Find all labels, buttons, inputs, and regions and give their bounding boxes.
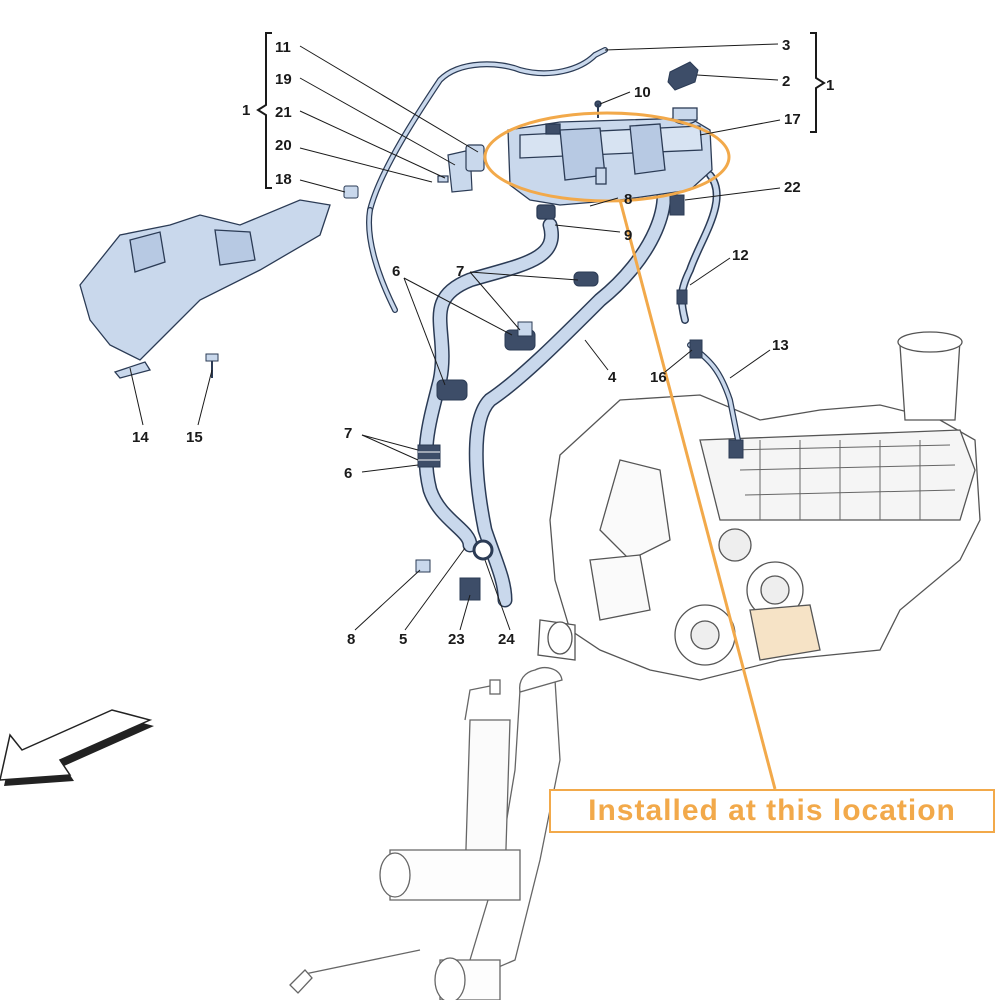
callout-6-top: 6 <box>392 263 400 280</box>
callout-19: 19 <box>275 71 292 88</box>
fitting-18 <box>343 185 359 199</box>
callout-8-bottom: 8 <box>347 631 355 648</box>
callout-17: 17 <box>784 111 801 128</box>
brackets <box>437 144 485 193</box>
coolant-hoses <box>366 47 743 608</box>
tank-cap-part <box>667 61 699 91</box>
expansion-tank-part <box>507 100 713 220</box>
callout-10: 10 <box>634 84 651 101</box>
callout-24: 24 <box>498 631 515 648</box>
direction-arrow <box>0 709 154 786</box>
callout-22: 22 <box>784 179 801 196</box>
location-label-box: Installed at this location <box>549 789 995 833</box>
callout-13: 13 <box>772 337 789 354</box>
callout-21: 21 <box>275 104 292 121</box>
callout-20: 20 <box>275 137 292 154</box>
callout-12: 12 <box>732 247 749 264</box>
callout-2: 2 <box>782 73 790 90</box>
heat-shield-part <box>79 199 331 379</box>
callout-9: 9 <box>624 227 632 244</box>
callout-15: 15 <box>186 429 203 446</box>
leader-lines <box>129 43 781 631</box>
callout-6-mid: 6 <box>344 465 352 482</box>
callout-8-top: 8 <box>624 191 632 208</box>
callout-7-top: 7 <box>456 263 464 280</box>
callout-1-left: 1 <box>242 102 250 119</box>
callout-3: 3 <box>782 37 790 54</box>
bolt-15 <box>205 353 219 378</box>
callout-numbers: 11 19 21 20 18 1 3 2 1 10 17 22 8 9 12 1… <box>132 37 834 648</box>
callout-11: 11 <box>275 39 291 56</box>
lower-pipe-assembly <box>289 667 563 1000</box>
engine-block <box>537 331 981 681</box>
callout-16: 16 <box>650 369 667 386</box>
callout-14: 14 <box>132 429 149 446</box>
kit-brackets <box>256 32 826 189</box>
callout-4: 4 <box>608 369 617 386</box>
callout-7-mid: 7 <box>344 425 352 442</box>
callout-5: 5 <box>399 631 407 648</box>
callout-23: 23 <box>448 631 465 648</box>
callout-18: 18 <box>275 171 292 188</box>
callout-1-right: 1 <box>826 77 834 94</box>
location-label: Installed at this location <box>588 794 956 827</box>
